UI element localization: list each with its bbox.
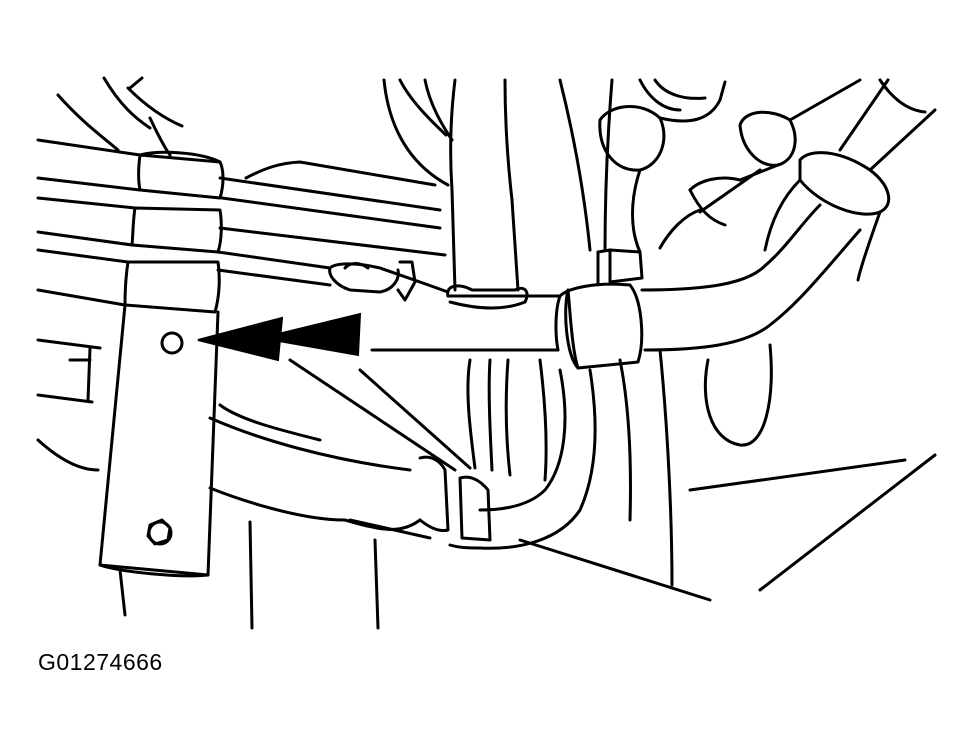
main-pipe — [328, 260, 562, 352]
figure-id-label: G01274666 — [38, 649, 163, 675]
lower-hoses — [208, 358, 597, 550]
vertical-pipe — [382, 78, 520, 292]
arrow-right-icon — [261, 312, 362, 357]
left-hose-bundle — [36, 138, 447, 314]
upper-right-hoses — [558, 78, 937, 282]
background-left-lower — [36, 338, 102, 472]
indicator-arrows — [197, 312, 362, 362]
bolt-upper-icon — [160, 331, 184, 355]
pipe-coupling — [558, 248, 644, 370]
right-pipe — [640, 203, 862, 447]
lower-structure — [118, 348, 937, 630]
mounting-bracket — [98, 303, 220, 578]
background-engine-outline — [56, 76, 437, 187]
